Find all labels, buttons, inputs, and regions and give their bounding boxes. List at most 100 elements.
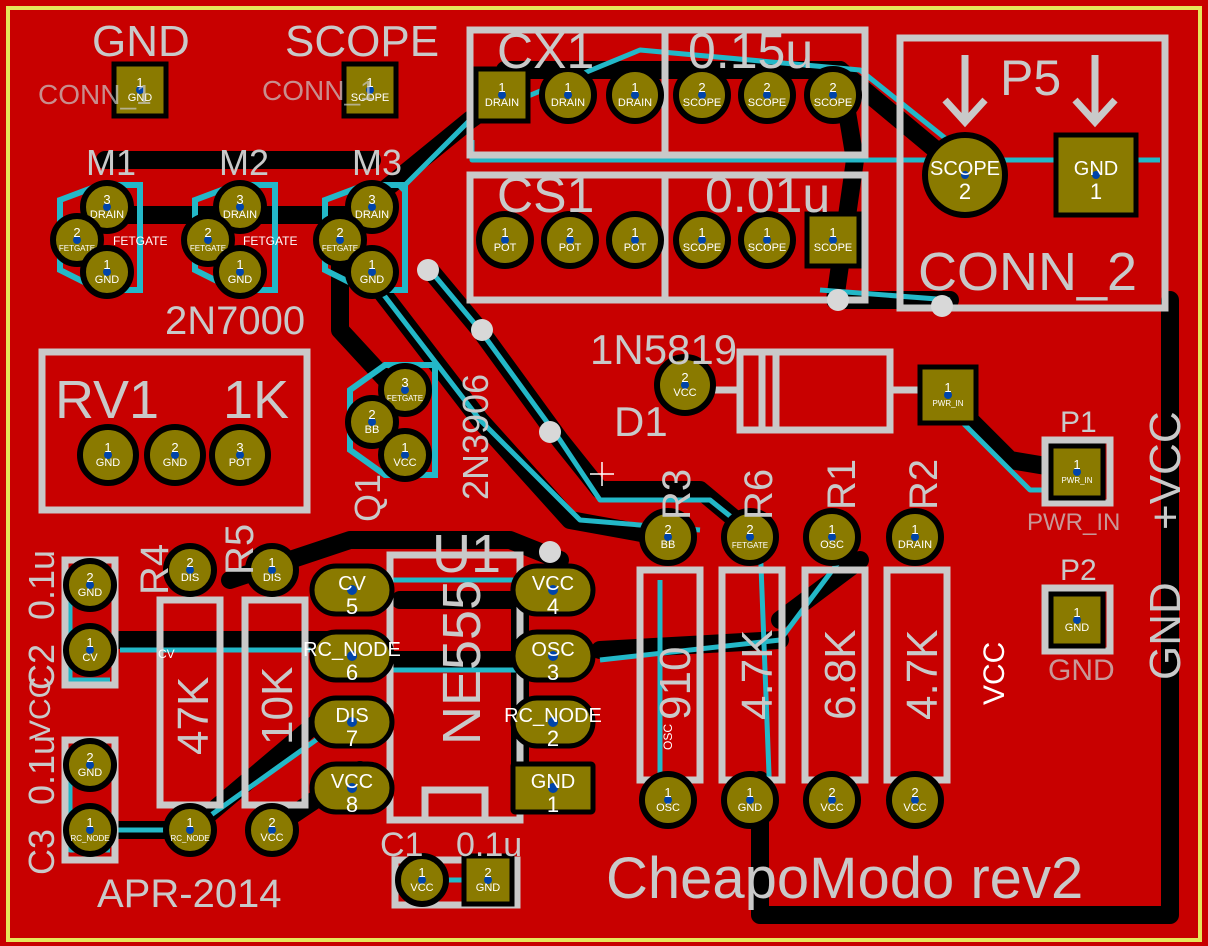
r5-ref: R5 — [218, 524, 262, 575]
pad-number: 1 — [1073, 605, 1080, 620]
pad-number: 1 — [186, 815, 193, 830]
pad-net-name: DRAIN — [90, 209, 124, 221]
pad-number: 1 — [664, 785, 671, 800]
pad-net-name: SCOPE — [748, 97, 787, 109]
pad-net-name: FETGATE — [59, 244, 95, 253]
pad-number: 1 — [136, 75, 143, 90]
pad-net-name: OSC — [656, 802, 680, 814]
pad-number: 2 — [829, 80, 836, 95]
pad-net-name: BB — [365, 424, 380, 436]
fiducial-cross — [590, 462, 614, 486]
r5-value: 10K — [253, 667, 302, 745]
pad-net-name: VCC — [260, 832, 283, 844]
pad-net-name: GND — [1074, 158, 1118, 180]
pad-cv-48: CV1 — [63, 623, 117, 677]
p4-ref: CONN_1 — [38, 79, 152, 110]
pad-vcc-41: VCC 2 — [803, 771, 861, 829]
pad-number: 1 — [418, 865, 425, 880]
pad-number: 2 — [746, 522, 753, 537]
p5-arrows — [942, 55, 1118, 128]
d1-value: 1N5819 — [590, 326, 737, 373]
c3-ref: C3 — [21, 829, 62, 875]
pad-number: 1 — [366, 75, 373, 90]
pad-number: 2 — [86, 750, 93, 765]
pad-number: 2 — [664, 522, 671, 537]
pad-net-name: POT — [624, 242, 647, 254]
pad-bb-35: BB2 — [639, 508, 697, 566]
pad-net-name: GND — [128, 92, 153, 104]
pad-net-name: SCOPE — [748, 242, 787, 254]
pad-net-name: VCC — [532, 573, 574, 595]
r2-value: 4.7K — [898, 629, 947, 720]
pad-gnd-0: GND 1 — [111, 61, 169, 119]
pad-number: 1 — [944, 380, 951, 395]
pad-bb-26: BB2 — [345, 395, 399, 449]
pad-number: 2 — [336, 225, 343, 240]
pad-number: 4 — [547, 594, 559, 619]
pad-net-name: SCOPE — [930, 158, 1000, 180]
pad-net-name: PWR_IN — [932, 399, 963, 408]
pad-number: 2 — [828, 785, 835, 800]
pad-net-name: OSC — [820, 539, 844, 551]
c2-value: 0.1u — [21, 550, 62, 620]
vcc-small-label: VCC — [978, 642, 1011, 705]
pad-net-name: GND — [96, 457, 121, 469]
pad-number: 1 — [86, 635, 93, 650]
pad-number: 1 — [498, 80, 505, 95]
pad-net-name: RC_NODE — [504, 705, 602, 727]
c1-ref: C1 — [380, 826, 423, 864]
pad-number: 2 — [204, 225, 211, 240]
gnd-conn-label: GND — [92, 17, 190, 66]
pad-net-name: VCC — [820, 802, 843, 814]
pad-number: 1 — [103, 257, 110, 272]
pad-pwr-in-33: PWR_IN1 — [1048, 443, 1106, 501]
r2-ref: R2 — [902, 459, 946, 510]
r1-value: 6.8K — [816, 629, 865, 720]
pad-net-name: VCC — [673, 387, 696, 399]
pad-number: 1 — [698, 225, 705, 240]
pad-number: 1 — [564, 80, 571, 95]
pad-net-name: SCOPE — [683, 97, 722, 109]
pad-number: 2 — [698, 80, 705, 95]
pad-net-name: DIS — [335, 705, 368, 727]
vias — [417, 259, 953, 563]
d1-ref: D1 — [614, 398, 668, 445]
q1-value: 2N3906 — [455, 374, 496, 500]
pad-number: 1 — [547, 792, 559, 817]
board-edge — [6, 6, 1202, 942]
pad-net-name: DRAIN — [223, 209, 257, 221]
pad-number: 1 — [236, 257, 243, 272]
u1-value: NE555 — [432, 580, 492, 745]
pad-number: 2 — [566, 225, 573, 240]
pad-number: 1 — [631, 80, 638, 95]
pad-net-name: CV — [338, 573, 366, 595]
pad-net-name: OSC — [531, 639, 574, 661]
p3-ref: CONN_1 — [262, 75, 376, 106]
pad-net-name: SCOPE — [351, 92, 390, 104]
pad-number: 2 — [73, 225, 80, 240]
pad-number: 2 — [763, 80, 770, 95]
cx1-value: 0.15u — [688, 23, 813, 79]
